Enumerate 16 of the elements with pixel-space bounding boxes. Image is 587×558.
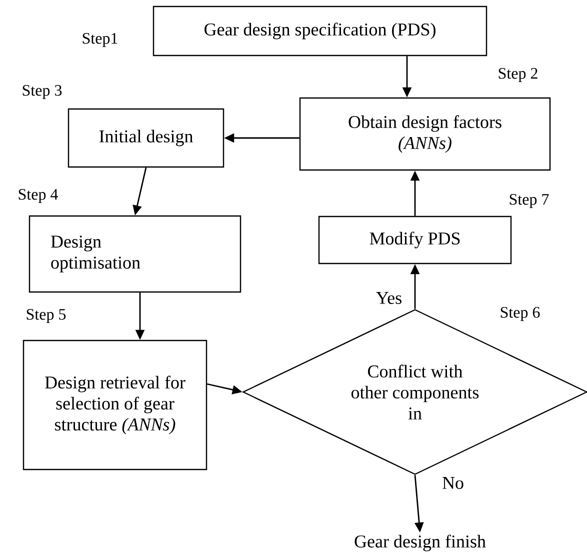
- step-label: Step 7: [510, 194, 549, 208]
- process-box: Design retrieval for selection of gear structure (ANNs): [22, 340, 208, 470]
- process-box: Gear design specification (PDS): [152, 6, 488, 56]
- process-box: Design optimisation: [28, 215, 242, 293]
- edge-label: Yes: [376, 292, 402, 304]
- step-label: Step 4: [18, 189, 58, 203]
- step-label: Step1: [82, 33, 118, 47]
- step-label: Step 2: [498, 68, 538, 82]
- step-label: Step 6: [500, 307, 540, 321]
- edge-label: No: [442, 477, 464, 489]
- end-text: Gear design finish: [354, 534, 486, 552]
- process-box: Obtain design factors (ANNs): [299, 97, 551, 171]
- process-box: Initial design: [68, 108, 224, 168]
- step-label: Step 5: [26, 309, 66, 323]
- step-label: Step 3: [22, 85, 62, 99]
- process-box: Modify PDS: [318, 216, 512, 264]
